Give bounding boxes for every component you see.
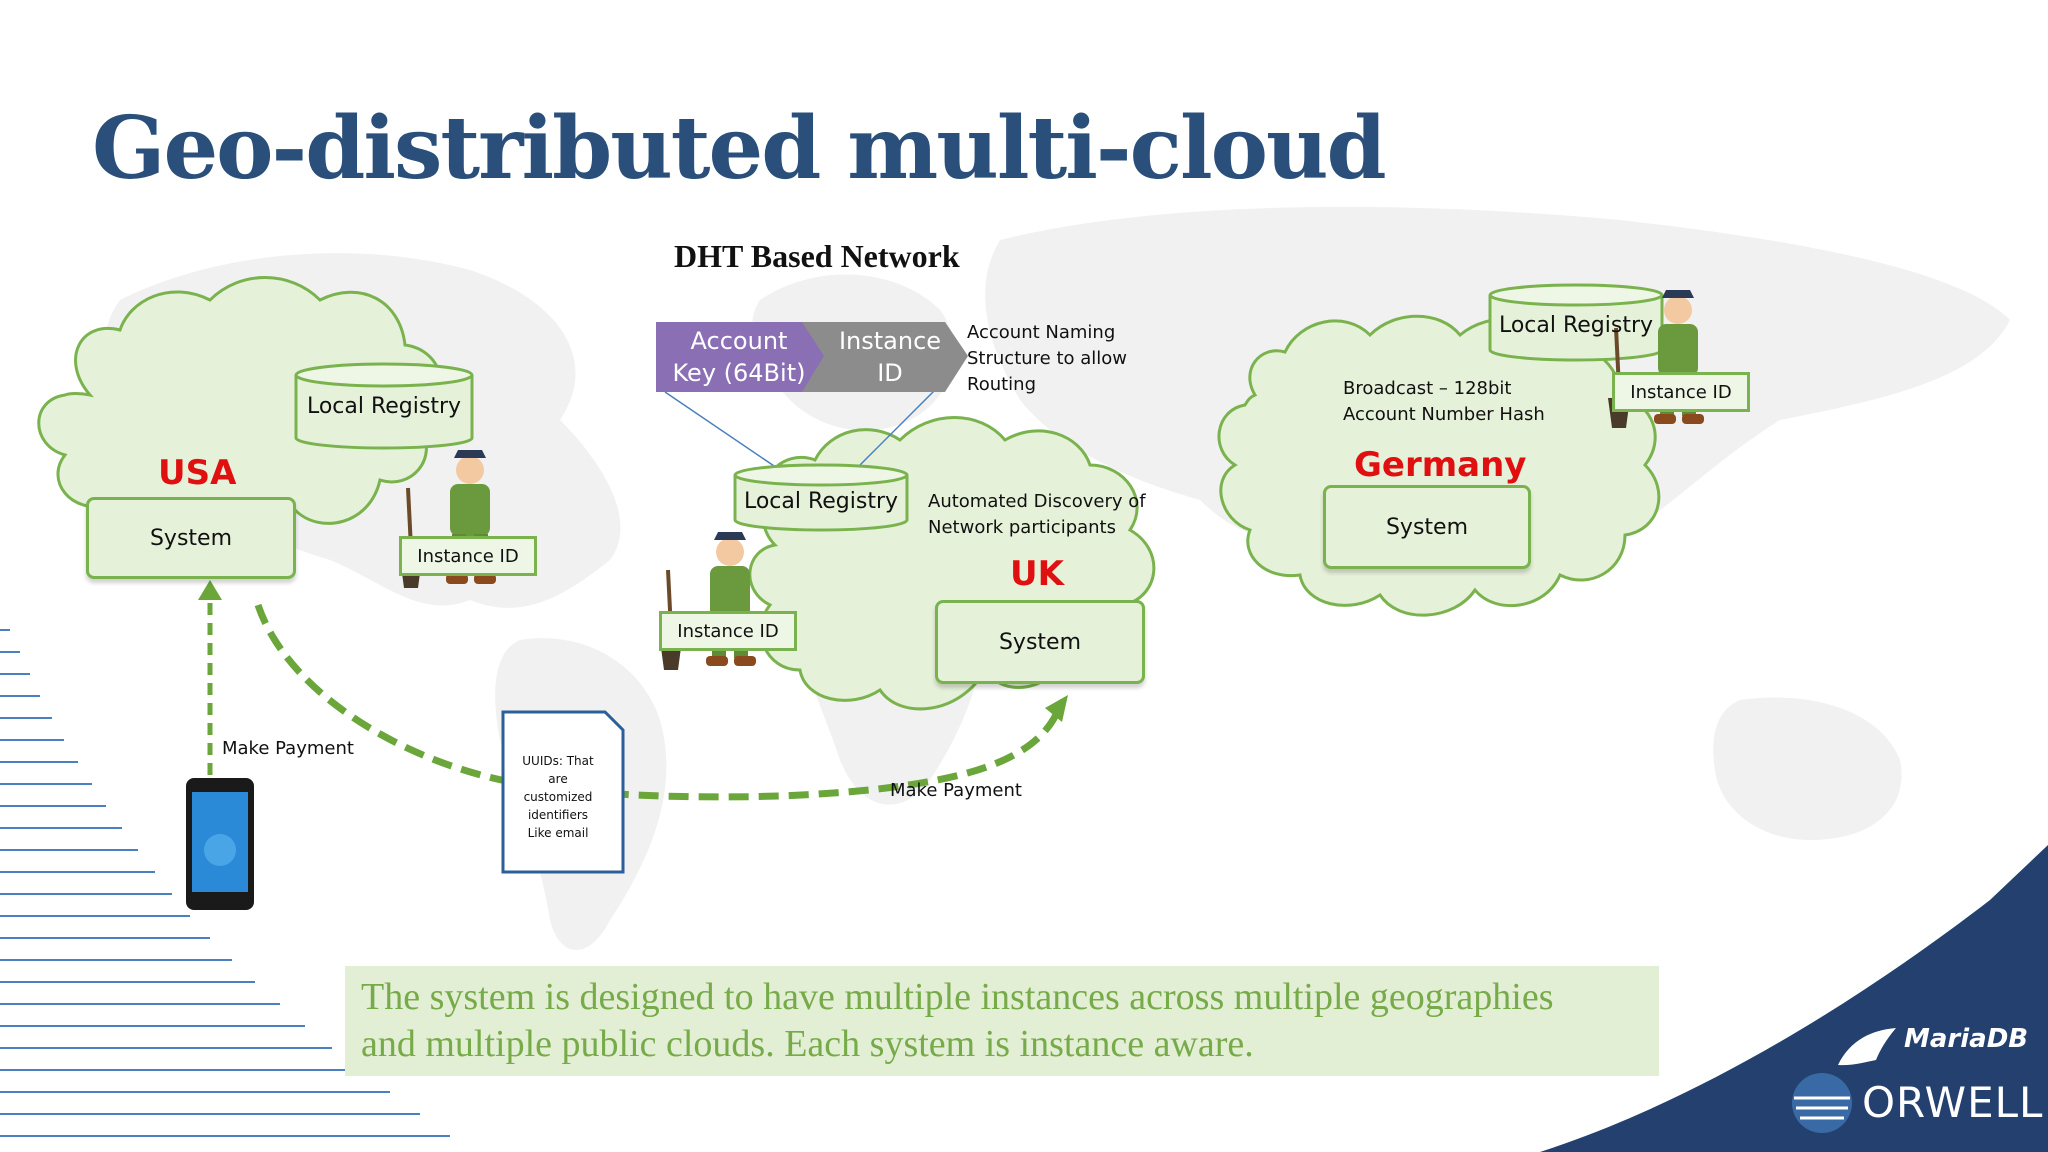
usa-country-label: USA [158,453,237,493]
germany-system-label: System [1385,514,1469,540]
orwell-logo-text: ORWELL [1862,1078,2044,1127]
usa-registry-label: Local Registry [306,394,462,419]
dht-link-right [854,384,941,471]
account-naming-note: Account Naming Structure to allow Routin… [967,322,1128,395]
uk-instance-id-label: Instance ID [677,620,779,642]
make-payment-label-route: Make Payment [890,780,1022,801]
usa-instance-id-label: Instance ID [417,545,519,567]
uk-system-box: System [935,600,1145,684]
mariadb-seal-icon [1838,1028,1896,1066]
uk-registry-cylinder [733,463,909,532]
smartphone-icon [186,778,254,910]
germany-registry-label: Local Registry [1498,313,1654,338]
usa-cloud [37,276,443,539]
usa-instance-id-box: Instance ID [399,536,537,576]
instance-id-chevron [802,322,968,392]
usa-system-box: System [86,497,296,579]
uk-system-label: System [998,629,1082,655]
uuid-document-shape [501,710,625,874]
payment-arrowhead-usa [198,580,222,600]
dht-link-left [664,391,781,471]
uuid-note: UUIDs: That are customized identifiers L… [522,754,594,840]
payment-path-usa-to-uk [254,603,1064,801]
germany-country-label: Germany [1354,445,1527,485]
uk-discovery-note: Automated Discovery of Network participa… [928,491,1146,538]
germany-broadcast-note: Broadcast – 128bit Account Number Hash [1343,378,1545,425]
account-key-label: Account Key (64Bit) [672,327,806,387]
germany-instance-id-label: Instance ID [1630,381,1732,403]
mariadb-logo-text: MariaDB [1904,1024,2029,1054]
uk-registry-label: Local Registry [743,489,899,514]
usa-registry-cylinder [294,362,474,450]
diagram-subtitle: DHT Based Network [674,238,960,274]
payment-arrowhead-uk [1045,695,1068,722]
uk-country-label: UK [1010,554,1064,594]
left-stripes [0,629,450,1137]
germany-instance-id-box: Instance ID [1612,372,1750,412]
caption-text: The system is designed to have multiple … [361,976,1554,1065]
usa-system-label: System [149,525,233,551]
make-payment-label-phone: Make Payment [222,738,354,759]
navy-corner [1540,845,2048,1152]
germany-system-box: System [1323,485,1531,569]
uk-instance-id-box: Instance ID [659,611,797,651]
germany-registry-cylinder [1488,283,1664,362]
caption-box: The system is designed to have multiple … [345,966,1659,1076]
page-title: Geo-distributed multi-cloud [92,98,1387,199]
instance-id-chevron-label: Instance ID [838,327,942,387]
account-key-chevron [656,322,828,392]
orwell-logo-icon [1792,1073,1852,1133]
